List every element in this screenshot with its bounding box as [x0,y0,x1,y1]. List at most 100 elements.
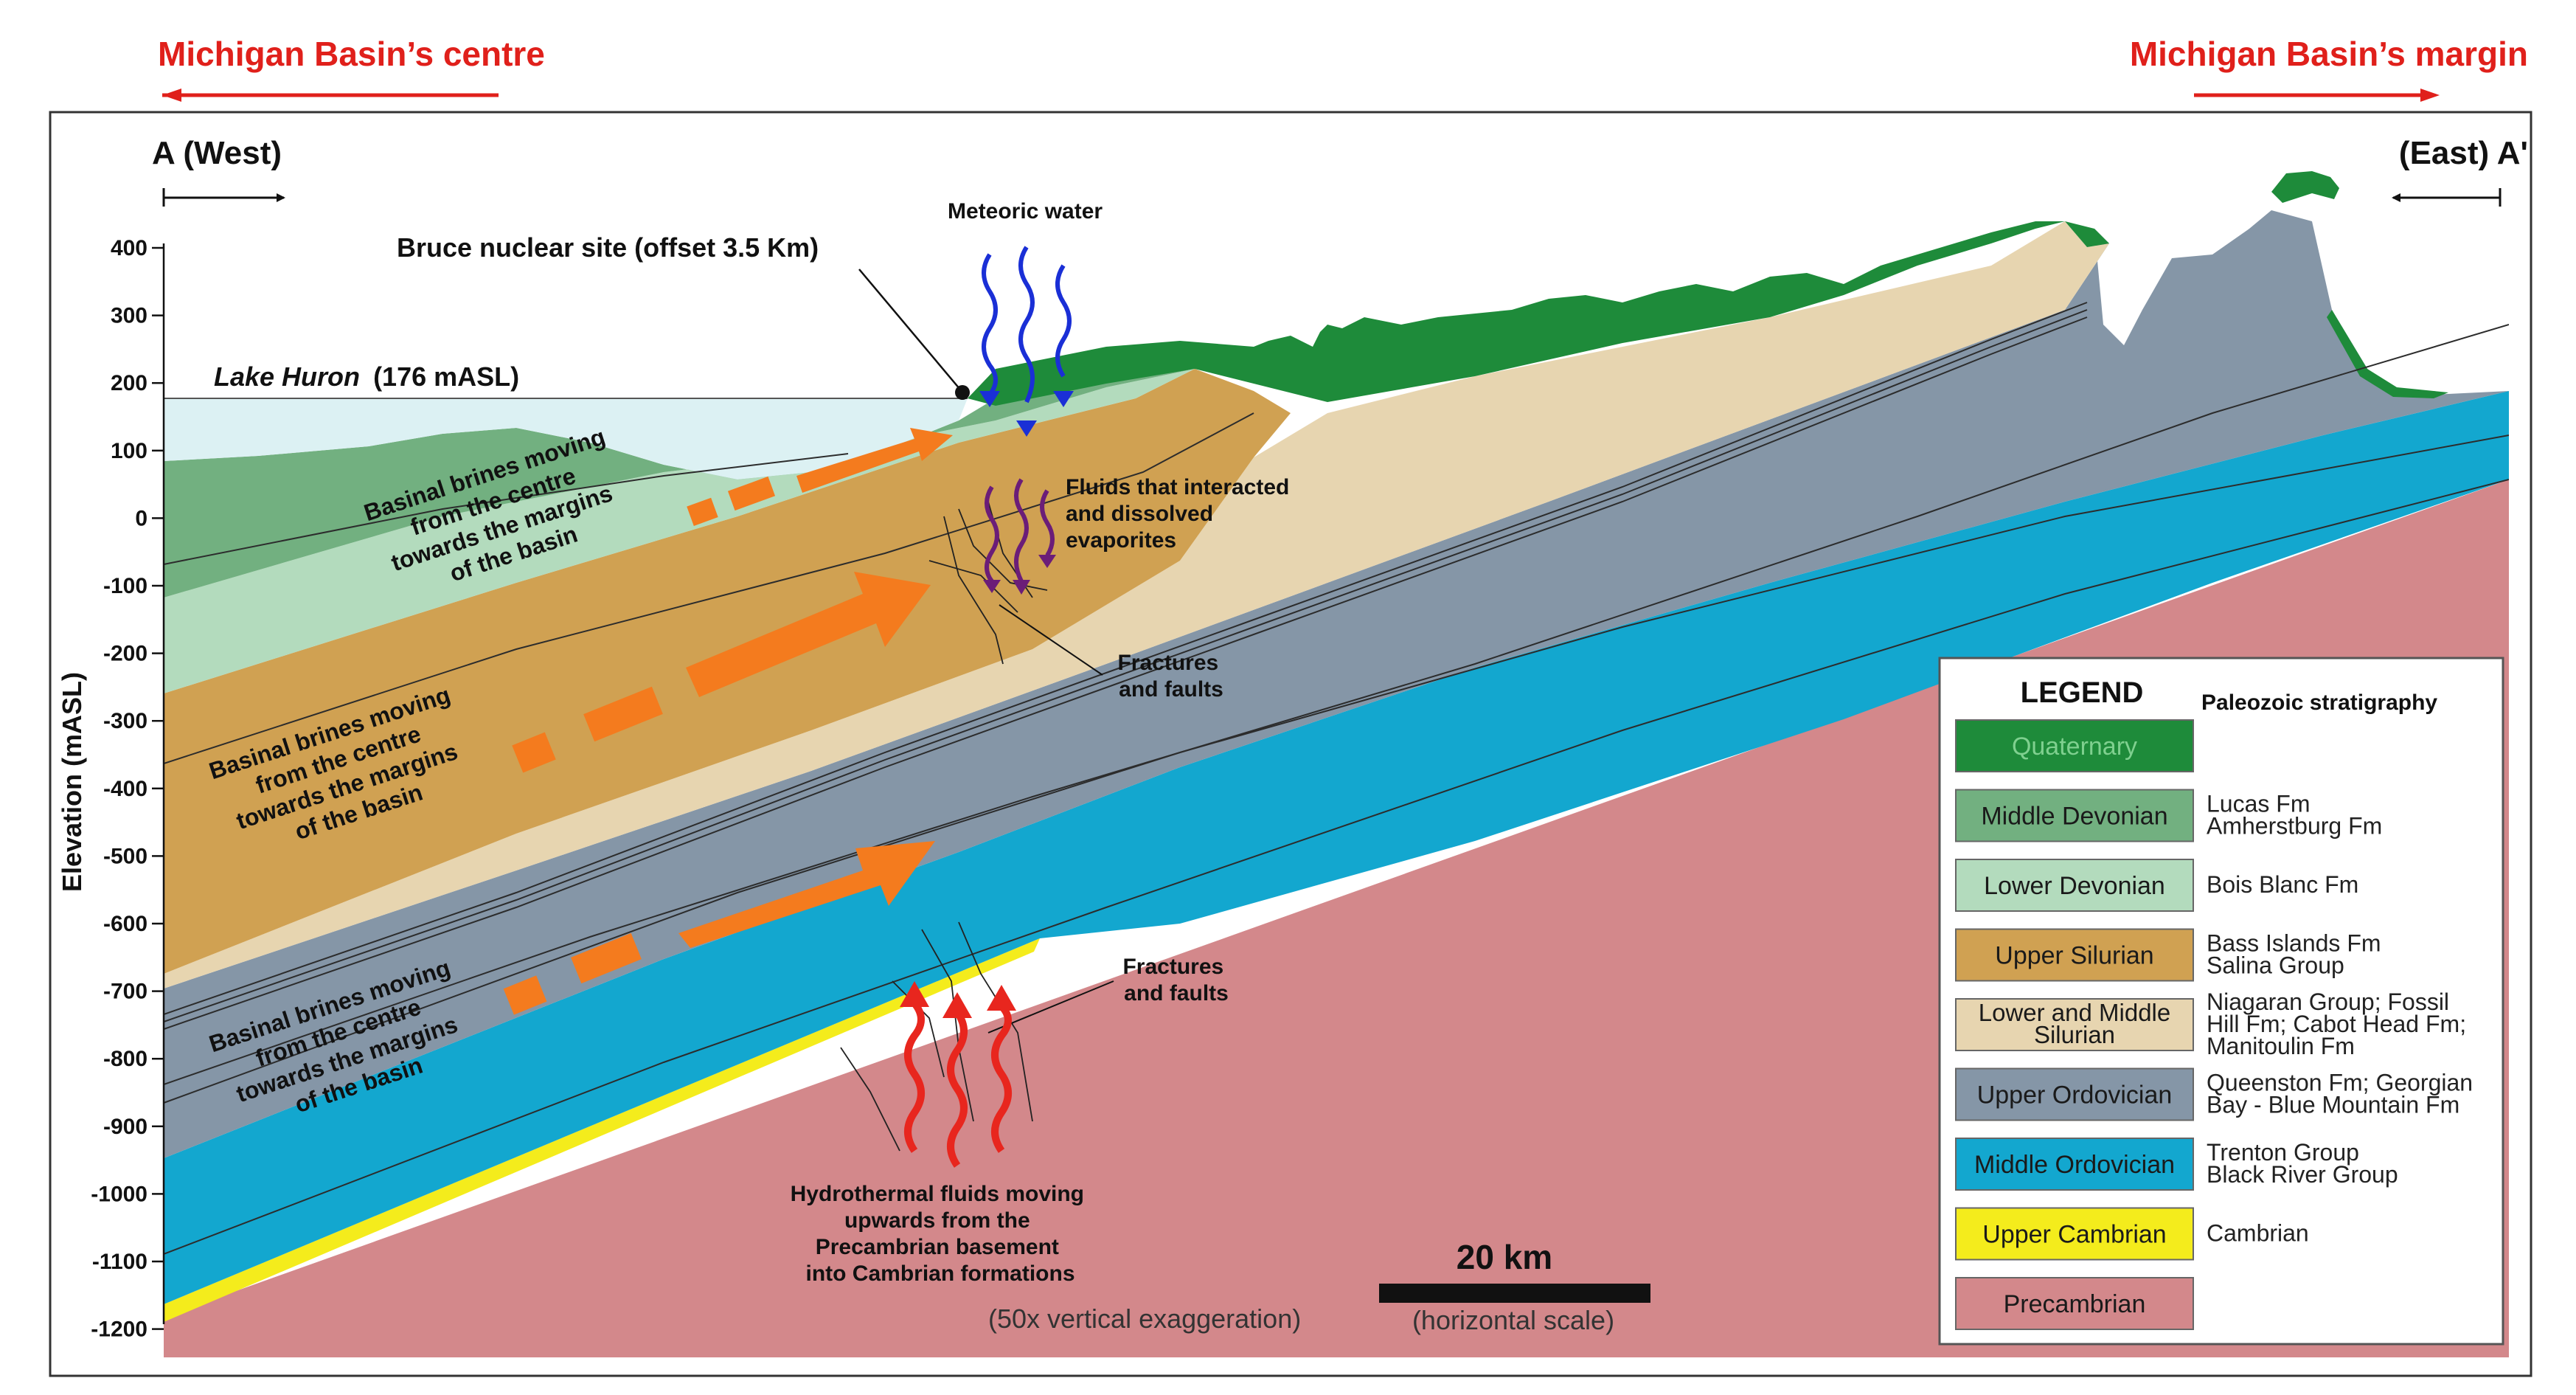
evaporite-label: Fluids that interacted and dissolved eva… [1066,475,1296,553]
y-tick-label: -1000 [91,1182,147,1206]
legend-description: Trenton Group [2207,1139,2359,1166]
legend-description: Queenston Fm; Georgian [2207,1070,2473,1096]
layer-middle-devonian [164,369,1195,598]
legend-unit-label: Upper Cambrian [1982,1221,2166,1249]
brine-arrows-middle [512,572,931,773]
bruce-site-leader [858,269,961,390]
meteoric-arrowheads [979,391,1074,437]
brine-dash-4 [583,686,663,742]
brine-dash-2 [727,476,776,511]
legend-subtitle: Paleozoic stratigraphy [2201,690,2437,715]
y-tick-label: -700 [103,980,147,1004]
legend-description: Lucas Fm [2207,791,2310,817]
basin-margin-label: Michigan Basin’s margin [2130,35,2528,73]
section-marker-west: A (West) [152,135,285,207]
bruce-site-callout: Bruce nuclear site (offset 3.5 Km) [397,232,970,400]
brine-arrow-middle [686,572,931,697]
y-ticks: 4003002001000-100-200-300-400-500-600-70… [91,236,164,1342]
evaporite-line-1: Fluids that interacted [1066,475,1289,499]
y-axis: 4003002001000-100-200-300-400-500-600-70… [57,236,165,1342]
y-tick-label: -300 [103,709,147,733]
fractures-upper-leader [999,604,1103,676]
y-tick-label: -600 [103,912,147,936]
legend-swatch [1955,1067,2194,1121]
legend-swatch [1955,859,2194,912]
evaporite-arrow-1 [985,485,999,583]
brine-arrows-lower [503,841,935,1015]
y-tick-label: -500 [103,844,147,868]
evaporite-line-3: evaporites [1066,528,1176,553]
legend-description: Hill Fm; Cabot Head Fm; [2207,1011,2466,1037]
meteoric-water-label: Meteoric water [948,199,1103,224]
basin-centre-label: Michigan Basin’s centre [158,35,545,73]
brine-arrow-upper [796,428,953,493]
legend-description: Bass Islands Fm [2207,930,2381,957]
legend-unit-label-2: Silurian [2034,1021,2115,1048]
hydro-arrow-2 [947,1010,968,1168]
y-tick-label: 200 [111,371,147,395]
vertical-exaggeration-note: (50x vertical exaggeration) [988,1304,1301,1334]
y-tick-label: -1200 [91,1318,147,1342]
legend-unit-label: Middle Ordovician [1974,1151,2175,1179]
fractures-upper-label: Fractures and faults [1117,651,1224,702]
legend-swatch [1955,998,2194,1051]
legend-description: Bay - Blue Mountain Fm [2207,1092,2459,1118]
lake-huron-label: Lake Huron (176 mASL) [214,361,519,392]
brine-dash-1 [687,497,718,526]
evaporite-arrowheads [983,555,1056,595]
hydrothermal-arrows [904,1000,1012,1168]
layer-lower-devonian [164,369,1195,693]
scale-bar [1379,1284,1650,1303]
y-tick-label: -1100 [92,1250,147,1274]
evaporite-line-2: and dissolved [1066,502,1213,526]
legend-unit-label: Precambrian [2004,1290,2146,1318]
legend-title: LEGEND [2021,676,2144,709]
legend-description: Cambrian [2207,1220,2309,1247]
bruce-site-marker [955,385,970,400]
brine-dash-6 [571,932,642,984]
legend-item: Quaternary [1955,719,2194,772]
legend-item: Precambrian [1955,1277,2194,1330]
fractures-upper-line-2: and faults [1119,677,1223,702]
legend-description: Salina Group [2207,952,2344,979]
meteoric-arrow-2 [1018,246,1035,404]
hydro-arrow-1 [904,1000,925,1153]
legend-description: Niagaran Group; Fossil [2207,989,2449,1015]
legend-description: Amherstburg Fm [2207,813,2382,840]
brine-arrow-lower [678,841,935,948]
legend-swatch [1955,719,2194,772]
y-tick-label: -400 [103,777,147,801]
legend-swatch [1955,789,2194,842]
header: Michigan Basin’s centre Michigan Basin’s… [158,35,2528,102]
meteoric-water-arrows [982,246,1072,404]
legend-unit-label: Upper Silurian [1995,942,2153,970]
legend: LEGEND Paleozoic stratigraphy Quaternary… [1938,657,2504,1346]
layer-quaternary [968,221,2109,406]
evaporite-arrow-3 [1040,489,1055,557]
legend-swatch [1955,1138,2194,1191]
strata-lines [164,302,2509,1255]
lake-elevation: (176 mASL) [373,361,519,392]
layer-lower-middle-silurian [164,221,2109,989]
section-marker-east: (East) A' [2392,135,2528,207]
legend-swatch [1955,1207,2194,1261]
fractures-upper-callout: Fractures and faults [999,604,1224,702]
legend-description: Bois Blanc Fm [2207,871,2358,898]
y-tick-label: -100 [103,574,147,598]
lake-name: Lake Huron [214,361,360,392]
bruce-site-label: Bruce nuclear site (offset 3.5 Km) [397,232,819,263]
y-tick-label: 300 [111,304,147,328]
y-tick-label: 400 [111,236,147,260]
legend-unit-label: Middle Devonian [1981,803,2167,831]
basin-margin-arrowhead [2420,89,2440,102]
y-tick-label: 100 [111,439,147,463]
hydrothermal-arrowheads [900,981,1016,1018]
y-tick-label: -200 [103,642,147,666]
